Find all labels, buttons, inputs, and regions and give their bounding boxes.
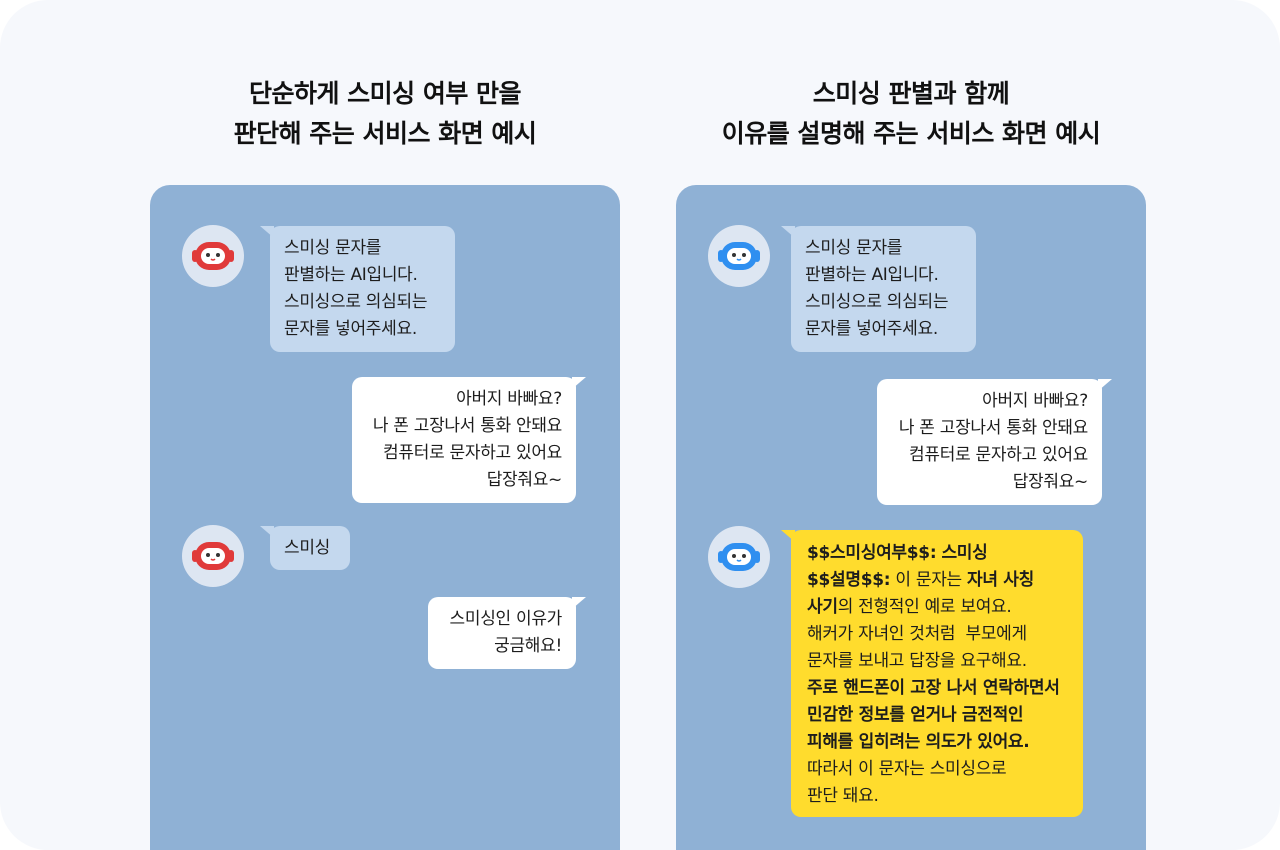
reason-emphasis: 자녀 사칭 (966, 570, 1034, 590)
message-line: 스미싱 문자를 (284, 238, 382, 258)
message-line: 나 폰 고장나서 통화 안돼요 (898, 418, 1088, 438)
message-line: 판별하는 AI입니다. (805, 265, 939, 285)
message-line: 컴퓨터로 문자하고 있어요 (383, 443, 562, 463)
message-line: 스미싱 문자를 (805, 238, 903, 258)
message-line: 스미싱으로 의심되는 (284, 292, 428, 312)
message-line: 스미싱으로 의심되는 (805, 292, 949, 312)
message-line: 문자를 넣어주세요. (805, 319, 938, 339)
right-title-line1: 스미싱 판별과 함께 (812, 79, 1010, 108)
message-line: 스미싱 (284, 538, 331, 558)
right-chat-panel: 스미싱 문자를 판별하는 AI입니다. 스미싱으로 의심되는 문자를 넣어주세요… (676, 185, 1146, 850)
right-column-title: 스미싱 판별과 함께 이유를 설명해 주는 서비스 화면 예시 (676, 74, 1146, 154)
bot-intro-bubble: 스미싱 문자를 판별하는 AI입니다. 스미싱으로 의심되는 문자를 넣어주세요… (781, 226, 976, 352)
message-line: 답장줘요~ (486, 470, 563, 490)
bot-avatar (708, 526, 770, 588)
message-line: 판단 돼요. (807, 786, 879, 806)
message-line: 민감한 정보를 얻거나 금전적인 (807, 705, 1024, 725)
robot-icon (718, 543, 760, 571)
bot-avatar (182, 525, 244, 587)
message-line: 나 폰 고장나서 통화 안돼요 (372, 416, 562, 436)
reason-text: 의 전형적인 예로 보여요. (837, 597, 1012, 617)
message-line: 궁금해요! (494, 636, 562, 656)
message-line: 컴퓨터로 문자하고 있어요 (909, 445, 1088, 465)
message-line: 아버지 바빠요? (982, 391, 1088, 411)
message-line: 아버지 바빠요? (456, 389, 562, 409)
result-label: $$스미싱여부$$: (807, 543, 937, 563)
left-title-line2: 판단해 주는 서비스 화면 예시 (233, 119, 537, 148)
result-value: 스미싱 (941, 543, 988, 563)
message-line: 답장줘요~ (1012, 472, 1089, 492)
reason-line: 사기의 전형적인 예로 보여요. (807, 594, 1067, 621)
bot-result-bubble: 스미싱 (260, 526, 350, 570)
left-title-line1: 단순하게 스미싱 여부 만을 (248, 79, 522, 108)
robot-icon (192, 242, 234, 270)
message-line: 해커가 자녀인 것처럼 부모에게 (807, 624, 1027, 644)
reason-emphasis: 사기 (807, 597, 838, 617)
robot-icon (718, 242, 760, 270)
right-title-line2: 이유를 설명해 주는 서비스 화면 예시 (721, 119, 1101, 148)
explanation-bubble: $$스미싱여부$$: 스미싱 $$설명$$: 이 문자는 자녀 사칭 사기의 전… (781, 530, 1083, 817)
bot-intro-bubble: 스미싱 문자를 판별하는 AI입니다. 스미싱으로 의심되는 문자를 넣어주세요… (260, 226, 455, 352)
user-question-bubble: 스미싱인 이유가 궁금해요! (428, 597, 586, 669)
result-line: $$스미싱여부$$: 스미싱 (807, 540, 1067, 567)
left-chat-panel: 스미싱 문자를 판별하는 AI입니다. 스미싱으로 의심되는 문자를 넣어주세요… (150, 185, 620, 850)
reason-label: $$설명$$: (807, 570, 891, 590)
user-message-bubble: 아버지 바빠요? 나 폰 고장나서 통화 안돼요 컴퓨터로 문자하고 있어요 답… (877, 379, 1112, 505)
bot-avatar (182, 225, 244, 287)
message-line: 문자를 넣어주세요. (284, 319, 417, 339)
message-line: 피해를 입히려는 의도가 있어요. (807, 732, 1030, 752)
left-column-title: 단순하게 스미싱 여부 만을 판단해 주는 서비스 화면 예시 (150, 74, 620, 154)
bot-avatar (708, 225, 770, 287)
message-line: 판별하는 AI입니다. (284, 265, 418, 285)
reason-text: 이 문자는 (895, 570, 962, 590)
message-line: 스미싱인 이유가 (449, 609, 563, 629)
robot-icon (192, 542, 234, 570)
message-line: 따라서 이 문자는 스미싱으로 (807, 759, 1007, 779)
reason-line: $$설명$$: 이 문자는 자녀 사칭 (807, 567, 1067, 594)
user-message-bubble: 아버지 바빠요? 나 폰 고장나서 통화 안돼요 컴퓨터로 문자하고 있어요 답… (352, 377, 586, 503)
message-line: 문자를 보내고 답장을 요구해요. (807, 651, 1027, 671)
message-line: 주로 핸드폰이 고장 나서 연락하면서 (807, 678, 1060, 698)
